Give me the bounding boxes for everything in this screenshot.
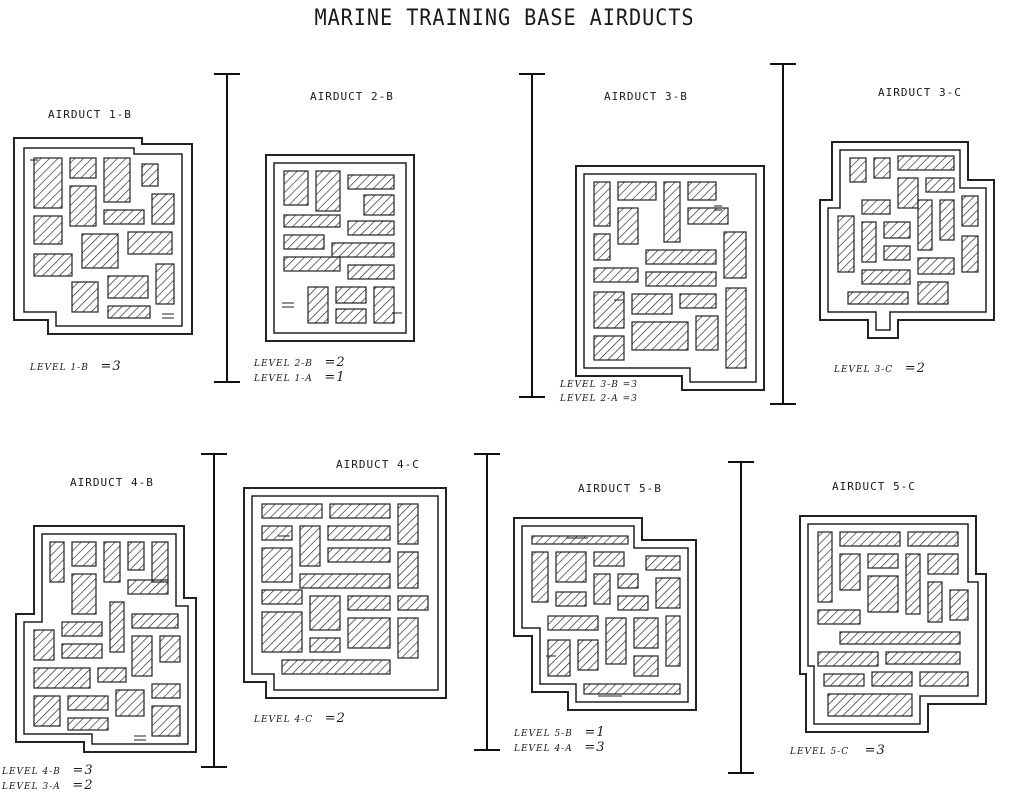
divider-bottom-2: [474, 453, 500, 751]
airduct-map-4b[interactable]: [14, 524, 198, 754]
level-note: LEVEL 3-B =3 LEVEL 2-A =3: [560, 380, 638, 404]
divider-bottom-1: [201, 453, 227, 768]
level-note: LEVEL 5-C =3: [790, 743, 886, 758]
airduct-map-3b[interactable]: [574, 164, 766, 392]
page-title: MARINE TRAINING BASE AIRDUCTS: [314, 6, 695, 31]
airduct-map-1b[interactable]: [12, 136, 194, 336]
airduct-label: AIRDUCT 3-C: [878, 86, 962, 99]
airduct-label: AIRDUCT 1-B: [48, 108, 132, 121]
airduct-label: AIRDUCT 5-C: [832, 480, 916, 493]
airduct-label: AIRDUCT 3-B: [604, 90, 688, 103]
airduct-map-3c[interactable]: [818, 140, 996, 340]
airduct-map-5b[interactable]: [512, 516, 698, 712]
level-note: LEVEL 2-B =2 LEVEL 1-A =1: [254, 355, 346, 385]
level-note: LEVEL 5-B =1 LEVEL 4-A =3: [514, 725, 606, 755]
divider-top-2: [519, 73, 545, 398]
airduct-label: AIRDUCT 4-B: [70, 476, 154, 489]
level-note: LEVEL 4-B =3 LEVEL 3-A =2: [2, 763, 94, 793]
airduct-map-5c[interactable]: [798, 514, 988, 734]
level-note: LEVEL 3-C =2: [834, 361, 926, 376]
airduct-label: AIRDUCT 2-B: [310, 90, 394, 103]
airduct-label: AIRDUCT 4-C: [336, 458, 420, 471]
divider-top-3: [770, 63, 796, 405]
divider-bottom-3: [728, 461, 754, 774]
airduct-map-2b[interactable]: [264, 153, 416, 343]
airduct-label: AIRDUCT 5-B: [578, 482, 662, 495]
level-note: LEVEL 1-B =3: [30, 359, 122, 374]
divider-top-1: [214, 73, 240, 383]
level-note: LEVEL 4-C =2: [254, 711, 346, 726]
airduct-map-4c[interactable]: [242, 486, 448, 700]
